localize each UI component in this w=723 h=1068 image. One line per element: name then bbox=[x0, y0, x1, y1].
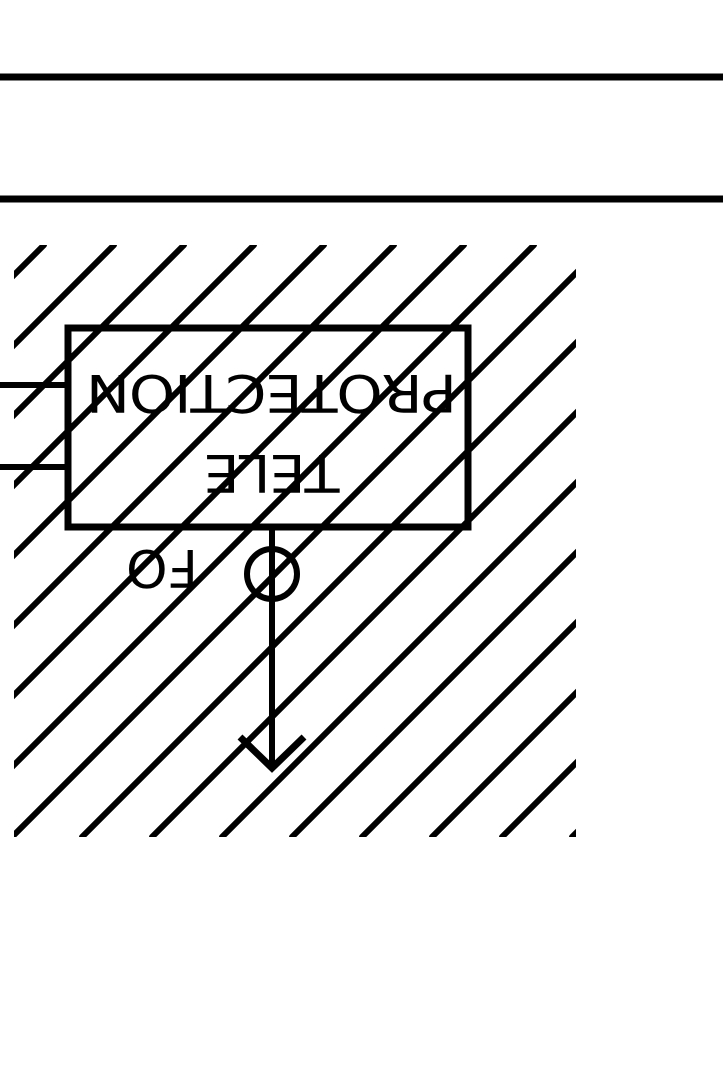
hatch-line bbox=[14, 245, 397, 630]
downward-arrow-icon bbox=[237, 734, 307, 773]
hatch-line bbox=[289, 548, 576, 837]
hatch-line bbox=[569, 828, 576, 837]
hatch-line bbox=[149, 408, 576, 837]
teleprotection-box bbox=[64, 324, 472, 531]
connector-label: FO bbox=[126, 537, 198, 597]
hatch-line bbox=[14, 245, 117, 350]
box-label-line2: TELE bbox=[205, 442, 341, 502]
hatched-zone bbox=[14, 245, 576, 837]
hatch-line bbox=[499, 758, 576, 837]
hatch-line bbox=[14, 245, 327, 560]
connector-symbol-icon bbox=[244, 546, 300, 602]
hatch-line bbox=[359, 618, 576, 837]
hatch-line bbox=[14, 245, 257, 490]
hatch-line bbox=[79, 338, 576, 837]
hatch-line bbox=[219, 478, 576, 837]
hatch-line bbox=[14, 245, 187, 420]
box-label-line1: PROTECTION bbox=[87, 362, 457, 422]
hatch-line bbox=[14, 245, 467, 700]
hatch-line bbox=[429, 688, 576, 837]
hatch-line bbox=[14, 268, 576, 837]
hatch-line bbox=[14, 245, 537, 770]
